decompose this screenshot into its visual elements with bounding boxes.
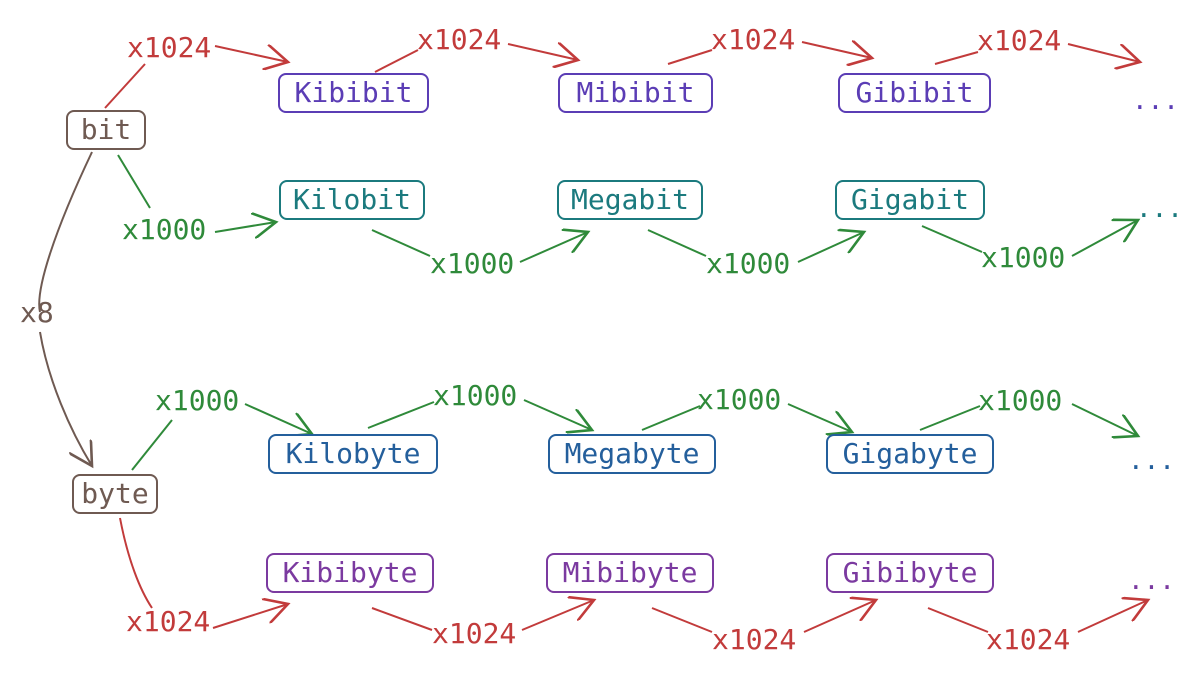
ellipsis-binary-bits: ... — [1132, 86, 1179, 116]
edge-kibibyte-to-mibibyte-b — [521, 600, 594, 631]
label-gibibyte-next: x1024 — [986, 623, 1071, 656]
edge-gibibyte-to-next-b — [1077, 600, 1148, 633]
label-kibibit-mibibit: x1024 — [417, 23, 502, 56]
edge-mibibyte-to-gibibyte-a — [651, 607, 713, 633]
edge-byte-to-kibibyte-b — [212, 604, 288, 629]
node-kibibit: Kibibit — [278, 73, 429, 113]
edge-mibibyte-to-gibibyte-b — [803, 600, 876, 633]
label-gibibit-next: x1024 — [977, 24, 1062, 57]
edge-bit-to-kibibit-a — [104, 63, 146, 109]
label-kilobyte-megabyte: x1000 — [433, 379, 518, 412]
edge-megabyte-to-gigabyte-a — [641, 405, 701, 431]
edge-kilobyte-to-megabyte-b — [523, 399, 592, 430]
label-megabyte-gigabyte: x1000 — [697, 383, 782, 416]
node-mibibit: Mibibit — [558, 73, 713, 113]
node-gigabit: Gigabit — [835, 180, 985, 220]
edge-bit-to-kilobit-a — [117, 154, 151, 209]
edge-gigabyte-to-next-a — [919, 405, 981, 431]
edge-gibibyte-to-next-a — [927, 607, 989, 633]
label-megabit-gigabit: x1000 — [706, 247, 791, 280]
node-gibibyte: Gibibyte — [826, 553, 994, 593]
ellipsis-decimal-bits: ... — [1136, 194, 1183, 224]
node-mibibyte: Mibibyte — [546, 553, 714, 593]
node-kilobit: Kilobit — [279, 180, 425, 220]
label-x8: x8 — [20, 296, 54, 329]
edge-gigabit-to-next-b — [1071, 220, 1138, 257]
label-mibibit-gibibit: x1024 — [711, 23, 796, 56]
label-byte-kilobyte: x1000 — [155, 384, 240, 417]
edge-megabit-to-gigabit-a — [647, 229, 707, 257]
label-mibibyte-gibibyte: x1024 — [712, 623, 797, 656]
edge-kibibit-to-mibibit-b — [507, 44, 578, 60]
label-bit-kilobit: x1000 — [122, 213, 207, 246]
node-bit: bit — [66, 110, 146, 150]
edge-gibibit-to-next-a — [934, 51, 979, 65]
edge-gigabit-to-next-a — [921, 225, 983, 253]
ellipsis-decimal-bytes: ... — [1128, 446, 1175, 476]
label-kibibyte-mibibyte: x1024 — [432, 617, 517, 650]
edge-kilobit-to-megabit-b — [519, 232, 588, 263]
edge-bit-to-byte — [38, 151, 93, 313]
label-bit-kibibit: x1024 — [127, 31, 212, 64]
edge-gibibit-to-next-b — [1067, 43, 1140, 62]
edge-megabyte-to-gigabyte-b — [787, 403, 852, 432]
label-gigabyte-next: x1000 — [978, 384, 1063, 417]
edge-bit-to-byte-arrow — [39, 331, 92, 466]
edge-kilobyte-to-megabyte-a — [367, 401, 435, 429]
edge-kibibit-to-mibibit-a — [374, 49, 419, 73]
edge-gigabyte-to-next-b — [1071, 403, 1138, 436]
node-gibibit: Gibibit — [838, 73, 991, 113]
edge-mibibit-to-gibibit-a — [667, 49, 713, 65]
node-kilobyte: Kilobyte — [268, 434, 438, 474]
edge-mibibit-to-gibibit-b — [801, 42, 872, 58]
ellipsis-binary-bytes: ... — [1128, 566, 1175, 596]
edge-kibibyte-to-mibibyte-a — [371, 607, 433, 631]
edge-kilobit-to-megabit-a — [371, 229, 431, 257]
edge-byte-to-kilobyte-b — [244, 403, 312, 434]
node-kibibyte: Kibibyte — [266, 553, 434, 593]
node-megabyte: Megabyte — [548, 434, 716, 474]
label-kilobit-megabit: x1000 — [430, 247, 515, 280]
edge-bit-to-kilobit-b — [214, 222, 276, 232]
edge-byte-to-kilobyte-a — [131, 419, 173, 471]
node-gigabyte: Gigabyte — [826, 434, 994, 474]
node-megabit: Megabit — [557, 180, 703, 220]
edge-bit-to-kibibit-b — [214, 46, 288, 62]
label-byte-kibibyte: x1024 — [126, 605, 211, 638]
label-gigabit-next: x1000 — [981, 241, 1066, 274]
edge-megabit-to-gigabit-b — [797, 232, 864, 263]
node-byte: byte — [72, 474, 158, 514]
edge-byte-to-kibibyte-a — [119, 517, 153, 609]
